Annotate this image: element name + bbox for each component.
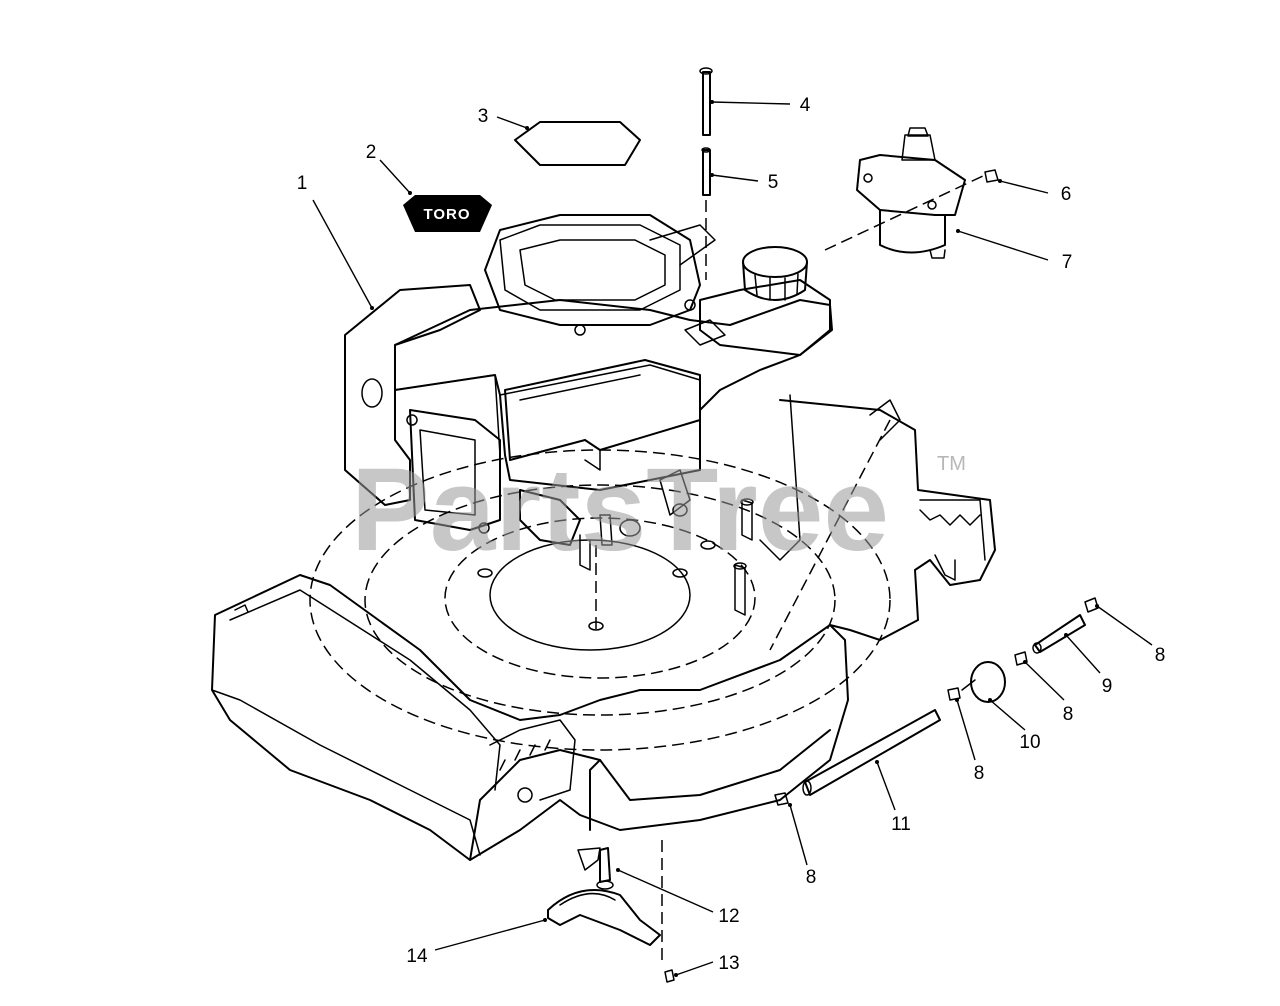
callout-1: 1 bbox=[297, 173, 308, 194]
callout-12: 12 bbox=[718, 906, 739, 927]
callout-9: 9 bbox=[1102, 676, 1113, 697]
callout-labels: 1 2 3 4 5 6 7 8 9 8 10 8 11 8 12 13 14 bbox=[297, 95, 1166, 974]
callout-2: 2 bbox=[366, 142, 377, 163]
callout-8-top-right: 8 bbox=[1155, 645, 1166, 666]
engine-assembly bbox=[344, 214, 833, 571]
watermark-trademark: TM bbox=[937, 453, 966, 475]
watermark-text: PartsTree bbox=[351, 444, 889, 576]
parts-4-5-pins bbox=[699, 67, 713, 280]
callout-3: 3 bbox=[478, 106, 489, 127]
callout-10: 10 bbox=[1019, 732, 1040, 753]
leader-lines bbox=[312, 100, 1153, 977]
mower-deck bbox=[211, 394, 996, 861]
callout-8-lower: 8 bbox=[806, 867, 817, 888]
callout-11: 11 bbox=[891, 814, 911, 835]
decal-label: TORO bbox=[423, 206, 470, 223]
fuel-line-parts bbox=[774, 597, 1099, 806]
callout-4: 4 bbox=[800, 95, 811, 116]
part-3-filter bbox=[514, 121, 641, 166]
part-2-decal: TORO bbox=[403, 195, 492, 232]
callout-7: 7 bbox=[1062, 252, 1073, 273]
callout-13: 13 bbox=[718, 953, 739, 974]
part-7-starter bbox=[824, 127, 999, 259]
callout-6: 6 bbox=[1061, 184, 1072, 205]
callout-8-mid-right: 8 bbox=[1063, 704, 1074, 725]
callout-5: 5 bbox=[768, 172, 779, 193]
callout-8-center: 8 bbox=[974, 763, 985, 784]
callout-14: 14 bbox=[406, 946, 428, 967]
blade-adapter-parts bbox=[547, 545, 675, 983]
